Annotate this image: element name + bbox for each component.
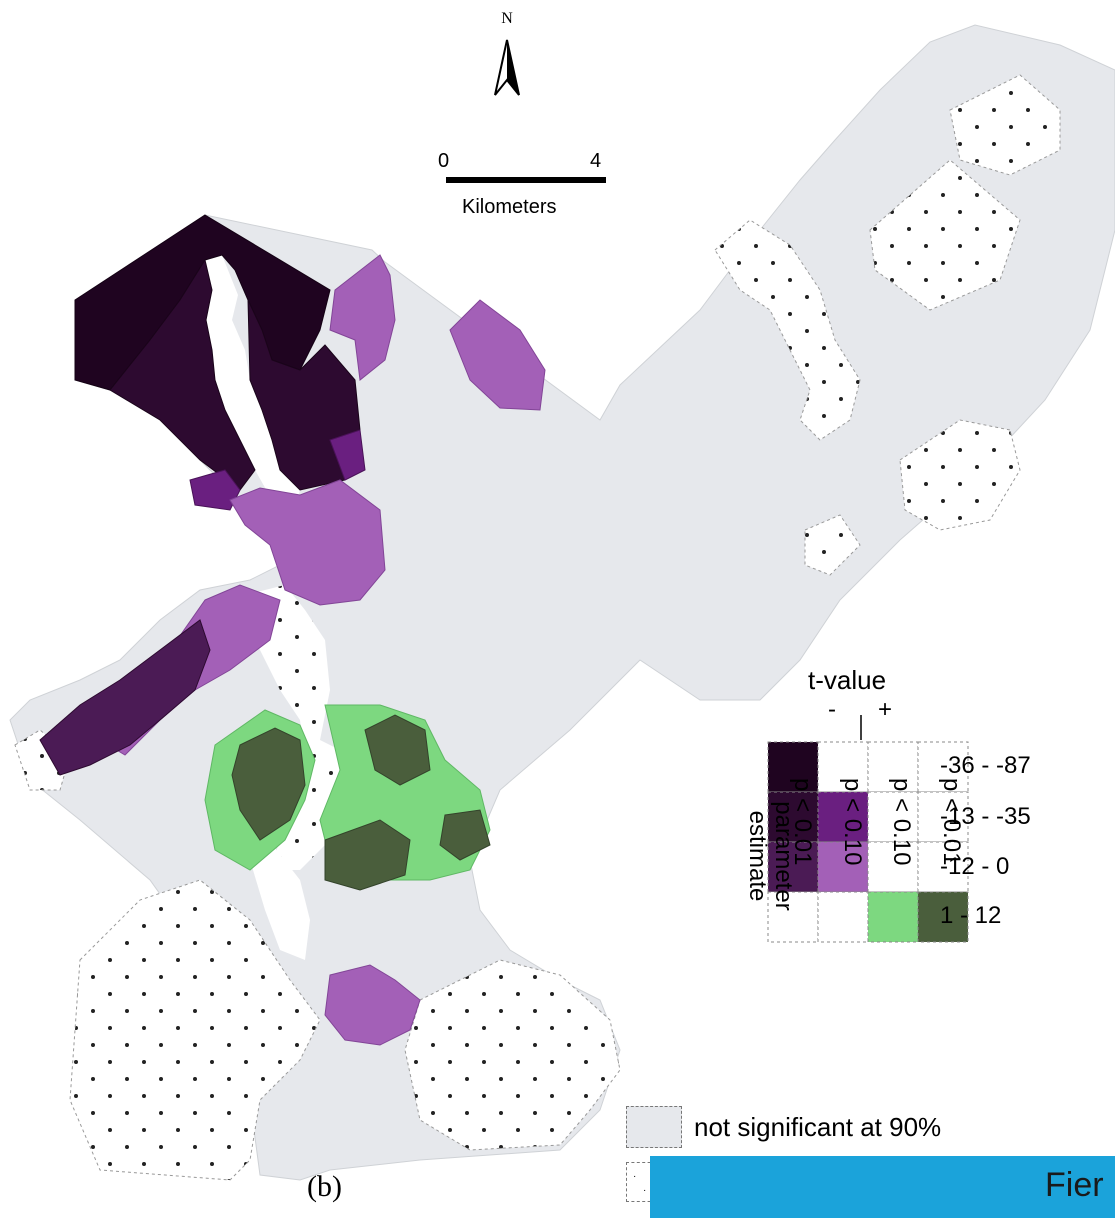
caption-banner: Fier — [650, 1156, 1115, 1218]
area-light-purple-ridge — [329, 254, 396, 381]
panel-label: (b) — [307, 1170, 342, 1203]
area-light-purple-center — [229, 479, 386, 606]
dotted-area-ne-2 — [869, 159, 1021, 311]
legend-cell-r2-c4 — [917, 791, 969, 843]
legend-p-label-4: p < 0.01 — [938, 778, 965, 866]
dotted-area-east — [899, 419, 1021, 531]
dotted-area-ne-1 — [949, 74, 1061, 176]
legend-cell-r4-c1 — [767, 891, 819, 943]
dotted-area-south-east — [404, 959, 621, 1151]
caption-banner-text: Fier — [1045, 1166, 1104, 1204]
area-dark-green-east — [439, 809, 491, 861]
scale-bar — [446, 177, 606, 183]
scale-start-label: 0 — [438, 150, 450, 172]
dotted-area-se — [804, 514, 861, 576]
legend-range-3: -12 - 0 — [940, 853, 1010, 880]
legend-p-label-1: p < 0.01 — [789, 778, 816, 866]
legend-cell-r3-c4 — [917, 841, 969, 893]
area-light-purple-northeast — [449, 299, 546, 411]
legend-p-label-3: p < 0.10 — [888, 778, 915, 866]
legend-range-4: 1 - 12 — [940, 902, 1002, 929]
legend-title: t-value — [808, 665, 887, 695]
legend-positive-sign: + — [878, 696, 893, 723]
legend-cell-r4-c4 — [917, 891, 969, 943]
legend-range-1: -36 - -87 — [940, 752, 1031, 779]
area-dark-green-west — [231, 727, 306, 841]
river-lower — [250, 848, 310, 960]
scale-end-label: 4 — [590, 150, 602, 172]
legend-cell-r2-c3 — [867, 791, 919, 843]
legend-cell-r1-c1 — [767, 741, 819, 793]
legend-cell-r1-c2 — [817, 741, 869, 793]
legend-cell-r3-c1 — [767, 841, 819, 893]
legend-not-significant-label: not significant at 90% — [694, 1112, 942, 1142]
legend-not-significant-swatch — [626, 1106, 682, 1148]
area-light-purple-south — [324, 964, 421, 1046]
legend-grid — [767, 741, 969, 943]
dotted-area-creek — [714, 219, 861, 441]
area-darkest-purple — [74, 214, 331, 391]
river-upper — [205, 255, 300, 510]
legend-cell-r2-c1 — [767, 791, 819, 843]
legend-negative-sign: - — [828, 696, 836, 723]
north-label: N — [501, 10, 513, 27]
legend-p-label-2: p < 0.10 — [839, 778, 866, 866]
area-dark-purple-west — [109, 258, 256, 491]
area-dark-green-south — [324, 819, 411, 891]
legend-cell-r1-c4 — [917, 741, 969, 793]
dotted-area-south — [69, 879, 321, 1181]
area-medium-purple-ne — [329, 429, 366, 481]
legend-cell-r2-c2 — [817, 791, 869, 843]
scale-units-label: Kilometers — [462, 196, 557, 218]
area-dark-green-north — [364, 714, 431, 786]
legend-range-2: -13 - -35 — [940, 803, 1031, 830]
north-arrow-icon — [494, 39, 520, 96]
legend-cell-r4-c2 — [817, 891, 869, 943]
legend-cell-r4-c3 — [867, 891, 919, 943]
area-dark-purple-finger — [39, 619, 211, 776]
